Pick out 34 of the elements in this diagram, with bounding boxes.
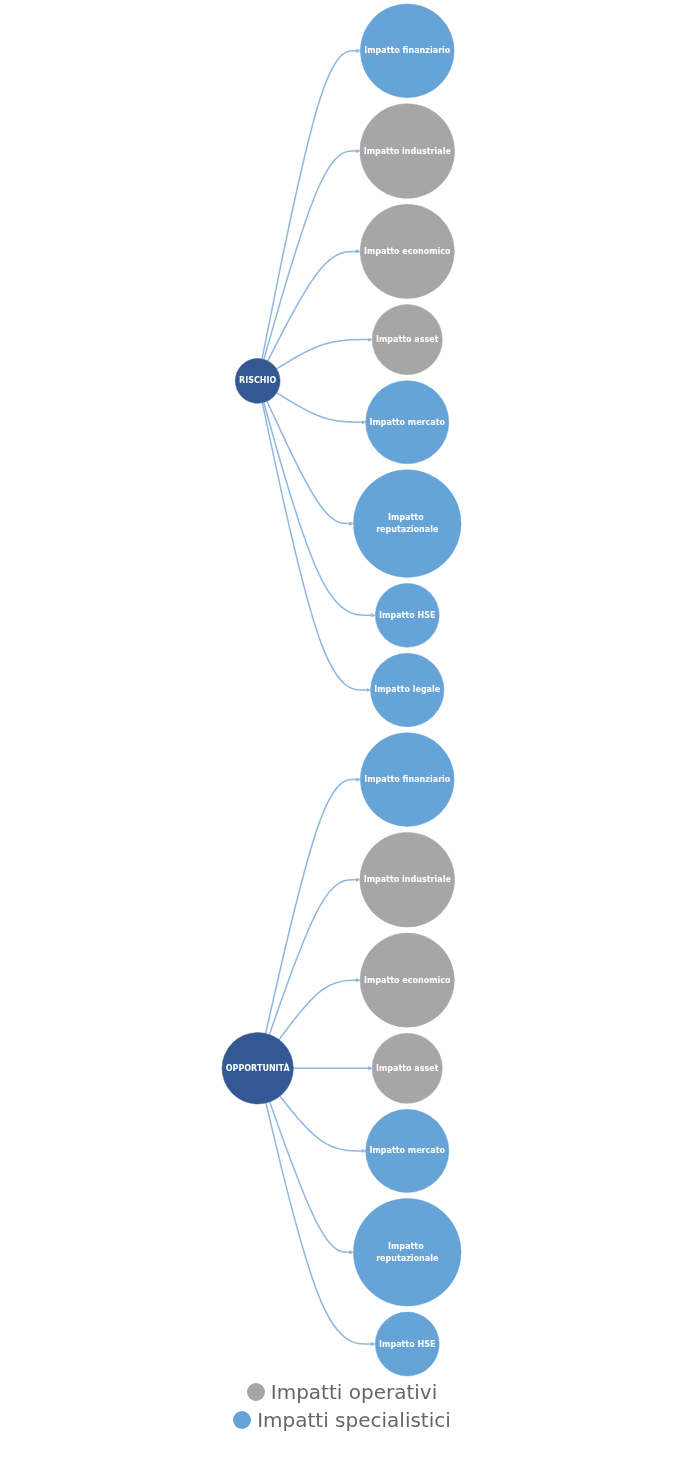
node-circle: Impatto reputazionale: [353, 469, 462, 578]
arrow: [263, 148, 361, 361]
legend-text: Impatti operativi: [270, 1380, 438, 1404]
node-circle: Impatto finanziario: [360, 3, 455, 98]
arrow: [265, 1102, 376, 1347]
node-circle: Impatto finanziario: [360, 732, 455, 827]
node-circle: Impatto asset: [372, 1032, 443, 1104]
node-circle: Impatto mercato: [365, 380, 450, 465]
node-circle: Impatto mercato: [365, 1109, 450, 1193]
node-circle: OPPORTUNITÀ: [222, 1032, 295, 1105]
arrow: [261, 48, 362, 360]
arrow: [293, 1066, 373, 1071]
arrow: [276, 392, 367, 425]
arrow: [263, 401, 376, 618]
node-circle: Impatto industriale: [360, 832, 456, 928]
node-circle: Impatto asset: [372, 304, 443, 375]
node-circle: Impatto industriale: [360, 103, 456, 199]
node-circle: Impatto HSE: [375, 1311, 440, 1377]
arrow: [262, 402, 372, 693]
node-circle: RISCHIO: [235, 358, 281, 404]
arrow: [269, 1101, 355, 1255]
arrow: [267, 249, 361, 362]
node-circle: Impatto economico: [360, 204, 456, 299]
legend-text: Impatti specialistici: [257, 1408, 451, 1432]
arrow: [265, 777, 362, 1035]
node-circle: Impatto reputazionale: [353, 1198, 462, 1307]
arrow: [276, 337, 373, 370]
arrow: [278, 977, 361, 1041]
node-circle: Impatto HSE: [375, 583, 440, 648]
arrow: [266, 400, 355, 526]
node-circle: Impatto legale: [370, 653, 445, 727]
arrow: [269, 877, 361, 1036]
arrow: [279, 1095, 367, 1154]
node-circle: Impatto economico: [360, 932, 456, 1028]
